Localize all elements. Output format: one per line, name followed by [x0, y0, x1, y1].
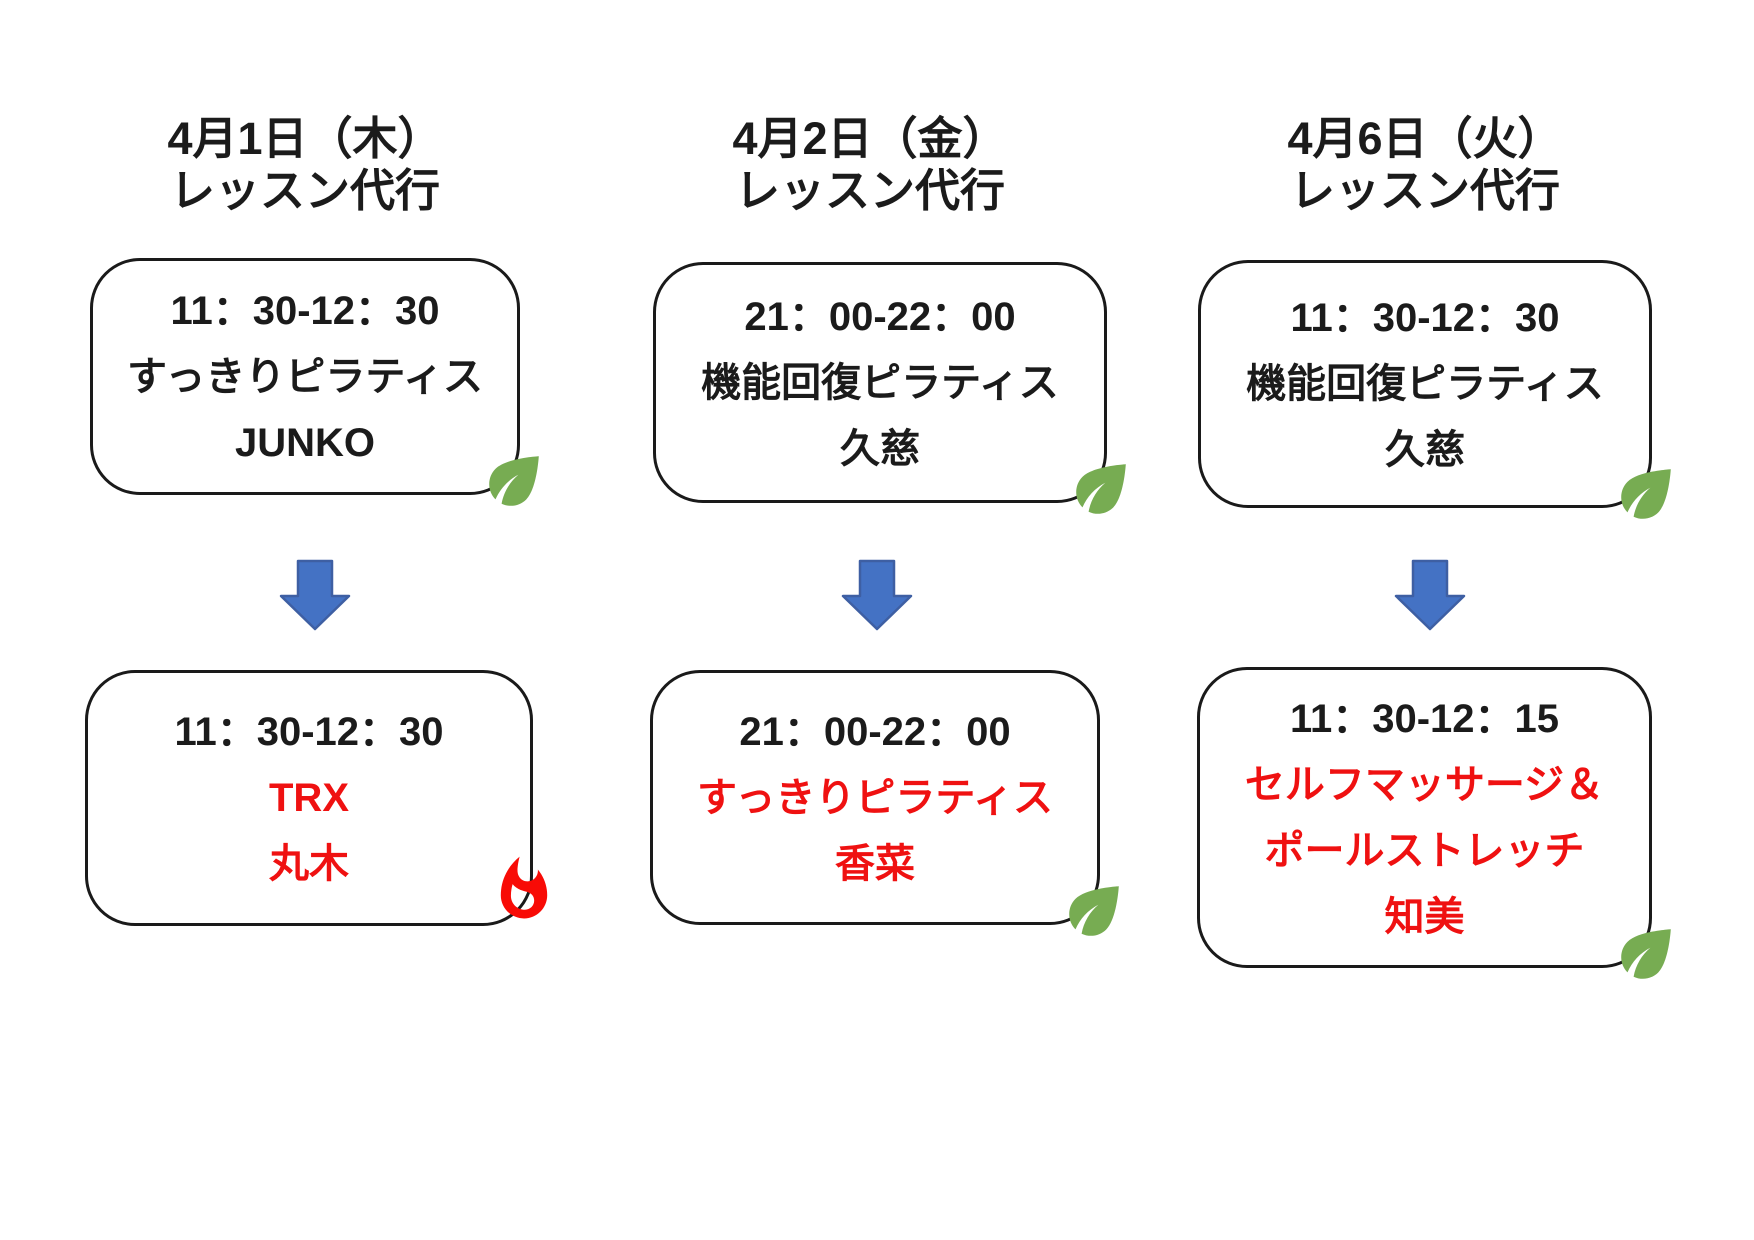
lesson-time: 21：00-22：00 — [744, 294, 1016, 339]
original-lesson-card-april1: 11：30-12：30 すっきりピラティス JUNKO — [90, 258, 539, 506]
substitute-lesson-card-april2: 21：00-22：00 すっきりピラティス 香菜 — [650, 670, 1119, 936]
header-subtitle: レッスン代行 — [169, 165, 440, 216]
lesson-time: 11：30-12：30 — [174, 710, 444, 754]
down-arrow-icon — [841, 559, 913, 631]
header-date: 4月6日（火） — [1287, 113, 1563, 164]
lesson-class-name-line2: ポールストレッチ — [1264, 828, 1585, 873]
leaf-icon — [1621, 929, 1671, 979]
lesson-time: 11：30-12：15 — [1289, 696, 1560, 741]
lesson-class-name: 機能回復ピラティス — [1246, 362, 1604, 406]
lesson-class-name: 機能回復ピラティス — [701, 360, 1059, 405]
lesson-time: 11：30-12：30 — [1290, 296, 1560, 340]
lesson-instructor: 久慈 — [1385, 428, 1465, 472]
leaf-icon — [1621, 469, 1671, 519]
substitute-lesson-card-april6: 11：30-12：15 セルフマッサージ＆ ポールストレッチ 知美 — [1197, 667, 1671, 979]
original-lesson-card-april2: 21：00-22：00 機能回復ピラティス 久慈 — [653, 262, 1126, 514]
lesson-class-name: TRX — [269, 776, 349, 820]
lesson-instructor: 久慈 — [840, 426, 920, 471]
header-date: 4月2日（金） — [732, 113, 1008, 164]
leaf-icon — [489, 456, 539, 506]
lesson-instructor: JUNKO — [234, 420, 376, 465]
column-header-april1: 4月1日（木） レッスン代行 — [85, 113, 525, 217]
lesson-class-name-line1: セルフマッサージ＆ — [1244, 762, 1605, 807]
leaf-icon — [1076, 464, 1126, 514]
down-arrow-icon — [1394, 559, 1466, 631]
lesson-class-name: すっきりピラティス — [127, 354, 483, 399]
lesson-instructor: 知美 — [1384, 894, 1465, 939]
column-header-april2: 4月2日（金） レッスン代行 — [650, 113, 1090, 217]
lesson-time: 11：30-12：30 — [170, 288, 440, 333]
header-subtitle: レッスン代行 — [734, 165, 1005, 216]
header-subtitle: レッスン代行 — [1289, 165, 1560, 216]
original-lesson-card-april6: 11：30-12：30 機能回復ピラティス 久慈 — [1198, 260, 1671, 519]
flame-icon — [500, 856, 548, 919]
lesson-instructor: 丸木 — [269, 842, 349, 886]
header-date: 4月1日（木） — [167, 113, 443, 164]
lesson-class-name: すっきりピラティス — [697, 775, 1053, 820]
down-arrow-icon — [279, 559, 351, 631]
leaf-icon — [1069, 886, 1119, 936]
column-header-april6: 4月6日（火） レッスン代行 — [1205, 113, 1645, 217]
substitute-lesson-card-april1: 11：30-12：30 TRX 丸木 — [85, 670, 548, 926]
lesson-time: 21：00-22：00 — [739, 709, 1011, 754]
lesson-instructor: 香菜 — [835, 841, 915, 886]
